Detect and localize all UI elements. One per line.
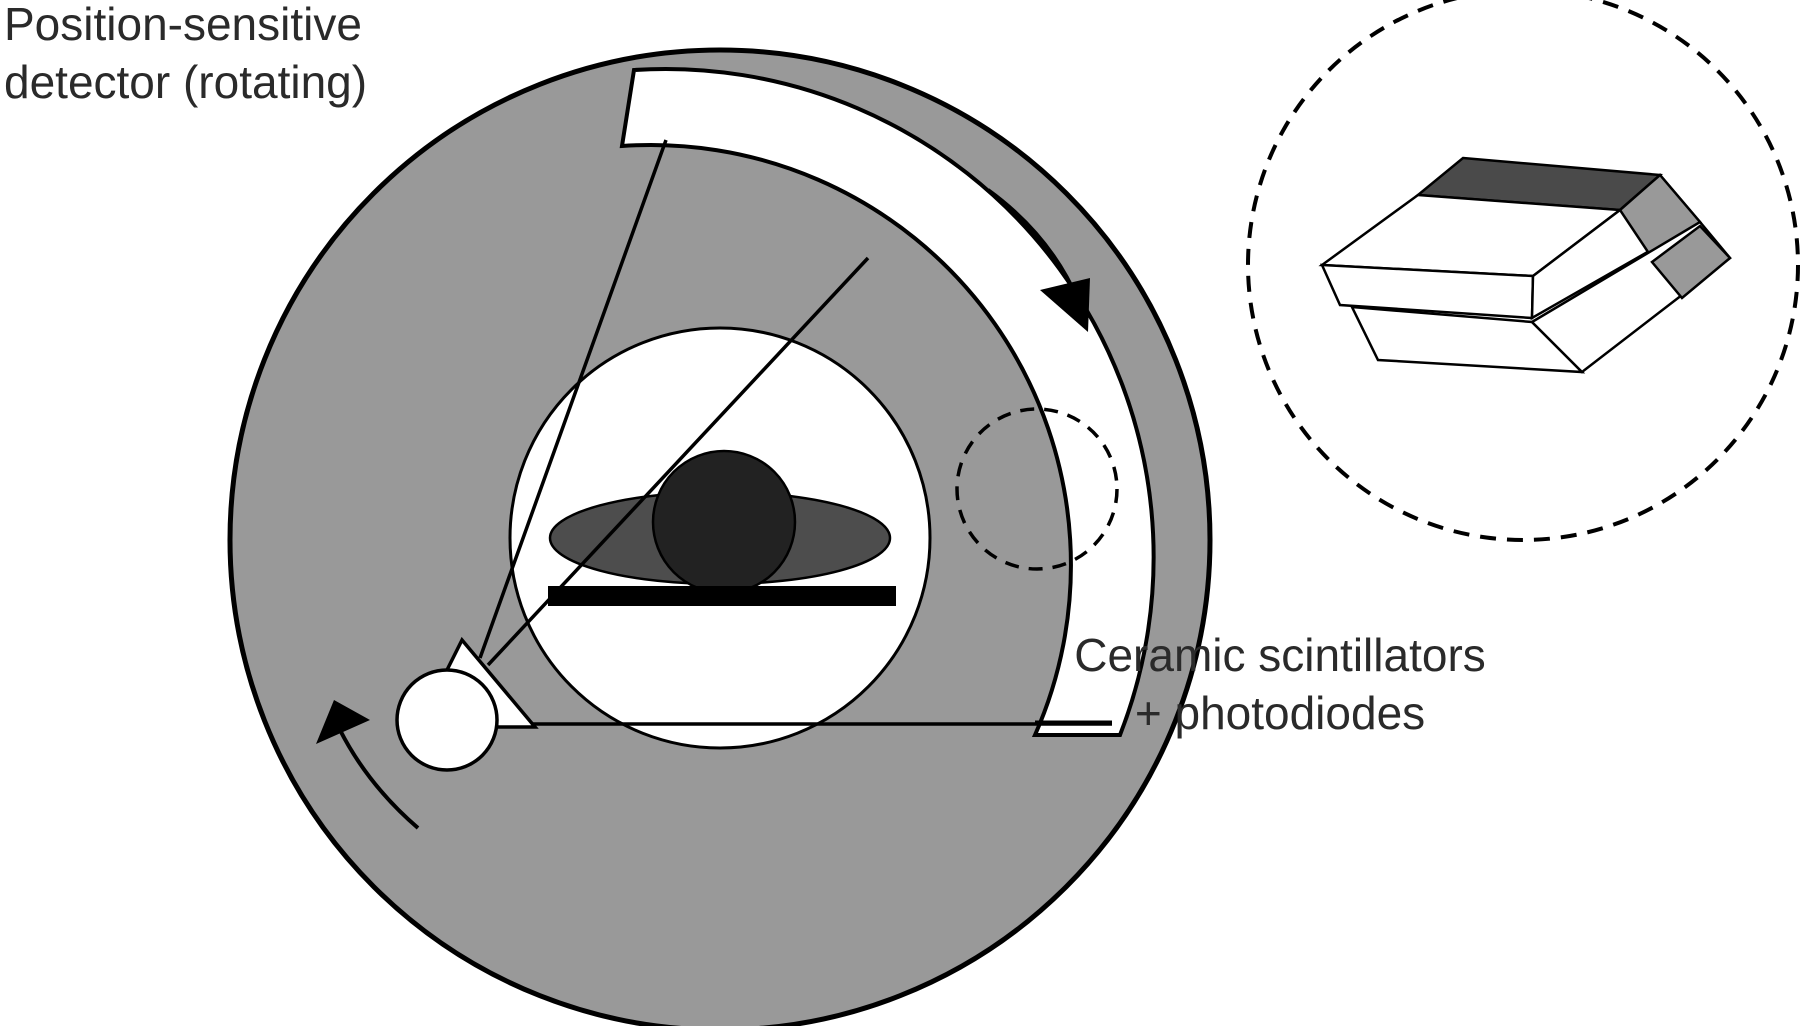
counterclockwise-arrow-icon — [338, 729, 420, 830]
patient-table — [548, 586, 896, 606]
zoom-indicator-circle — [955, 407, 1119, 571]
position-sensitive-detector — [619, 66, 1156, 737]
detector-label-line1: Position-sensitive — [4, 0, 362, 50]
patient-head — [651, 449, 797, 595]
magnified-inset-circle — [1246, 0, 1800, 542]
fan-beam-upper — [478, 139, 668, 659]
scintillator-block-lower — [1349, 220, 1732, 374]
counterclockwise-arrowhead — [316, 700, 370, 744]
scintillator-block-upper — [1318, 156, 1702, 321]
xray-tube-icon — [395, 668, 499, 772]
fan-beam-middle — [486, 256, 870, 667]
scintillator-label: Ceramic scintillators + photodiodes — [1040, 626, 1520, 742]
scintillator-label-line1: Ceramic scintillators — [1074, 629, 1486, 681]
clockwise-arrowhead — [1040, 278, 1090, 332]
detector-label: Position-sensitive detector (rotating) — [4, 0, 367, 111]
photodiode-side-lower — [1650, 224, 1732, 300]
detector-label-line2: detector (rotating) — [4, 56, 368, 108]
scintillator-label-line2: + photodiodes — [1134, 687, 1426, 739]
